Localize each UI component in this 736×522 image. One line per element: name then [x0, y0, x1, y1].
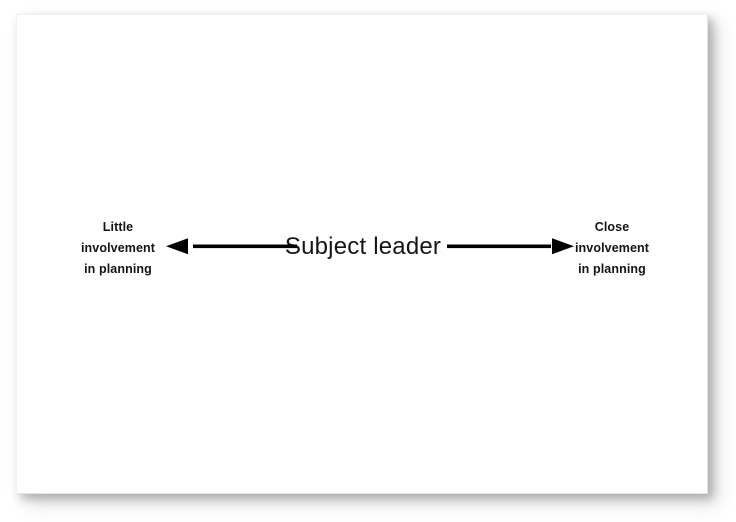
pole-right-line-2: involvement	[574, 241, 650, 255]
pole-right-line-1: Close	[594, 220, 630, 234]
center-label: Subject leader	[284, 233, 442, 260]
pole-label-left: Little involvement in planning	[63, 217, 173, 280]
pole-left-line-2: involvement	[80, 241, 156, 255]
slide-canvas: Little involvement in planning Close inv…	[16, 14, 708, 494]
pole-left-line-3: in planning	[84, 262, 152, 276]
pole-label-right: Close involvement in planning	[556, 217, 668, 280]
pole-right-line-3: in planning	[578, 262, 646, 276]
right-arrow-icon	[447, 238, 574, 255]
pole-left-line-1: Little	[102, 220, 134, 234]
continuum-diagram: Little involvement in planning Close inv…	[17, 15, 709, 495]
